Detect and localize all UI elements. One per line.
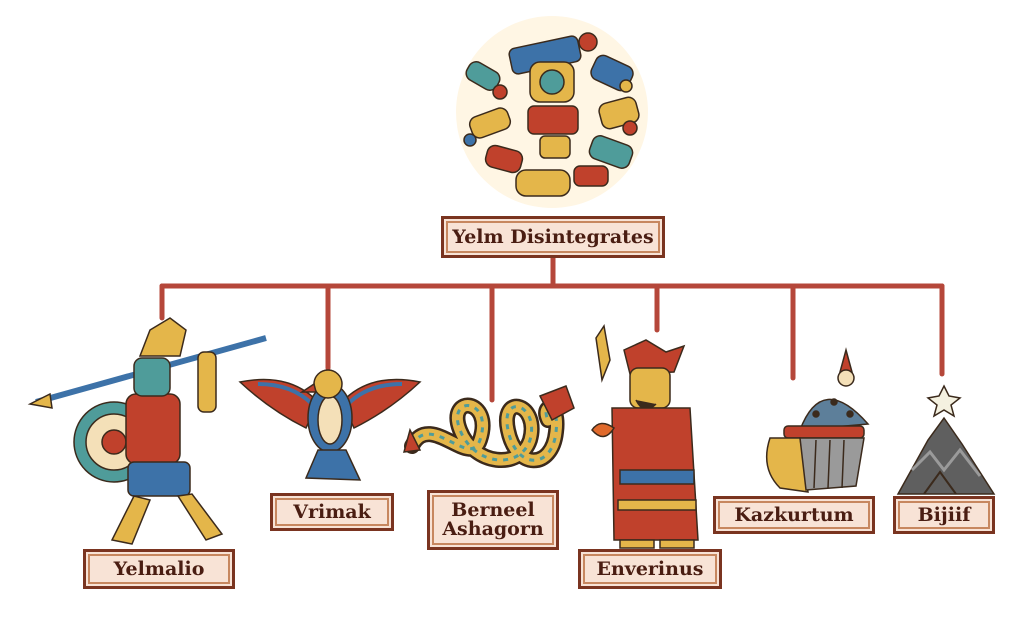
child-label-berneel-ashagorn: Berneel Ashagorn [427, 490, 559, 550]
kazkurtum-illustration [765, 347, 870, 493]
root-node-label: Yelm Disintegrates [441, 216, 665, 258]
yelm-disc-illustration [456, 16, 648, 208]
enverinus-illustration [591, 324, 699, 549]
child-label-kazkurtum: Kazkurtum [713, 496, 875, 534]
child-label-yelmalio: Yelmalio [83, 549, 235, 589]
connector-tree [159, 255, 945, 403]
bijiif-illustration [896, 384, 996, 495]
child-label-vrimak: Vrimak [270, 493, 394, 531]
yelmalio-illustration [27, 317, 267, 545]
child-label-enverinus: Enverinus [578, 549, 722, 589]
vrimak-illustration [238, 369, 422, 481]
berneel-illustration [402, 385, 575, 469]
child-label-bijiif: Bijiif [893, 496, 995, 534]
